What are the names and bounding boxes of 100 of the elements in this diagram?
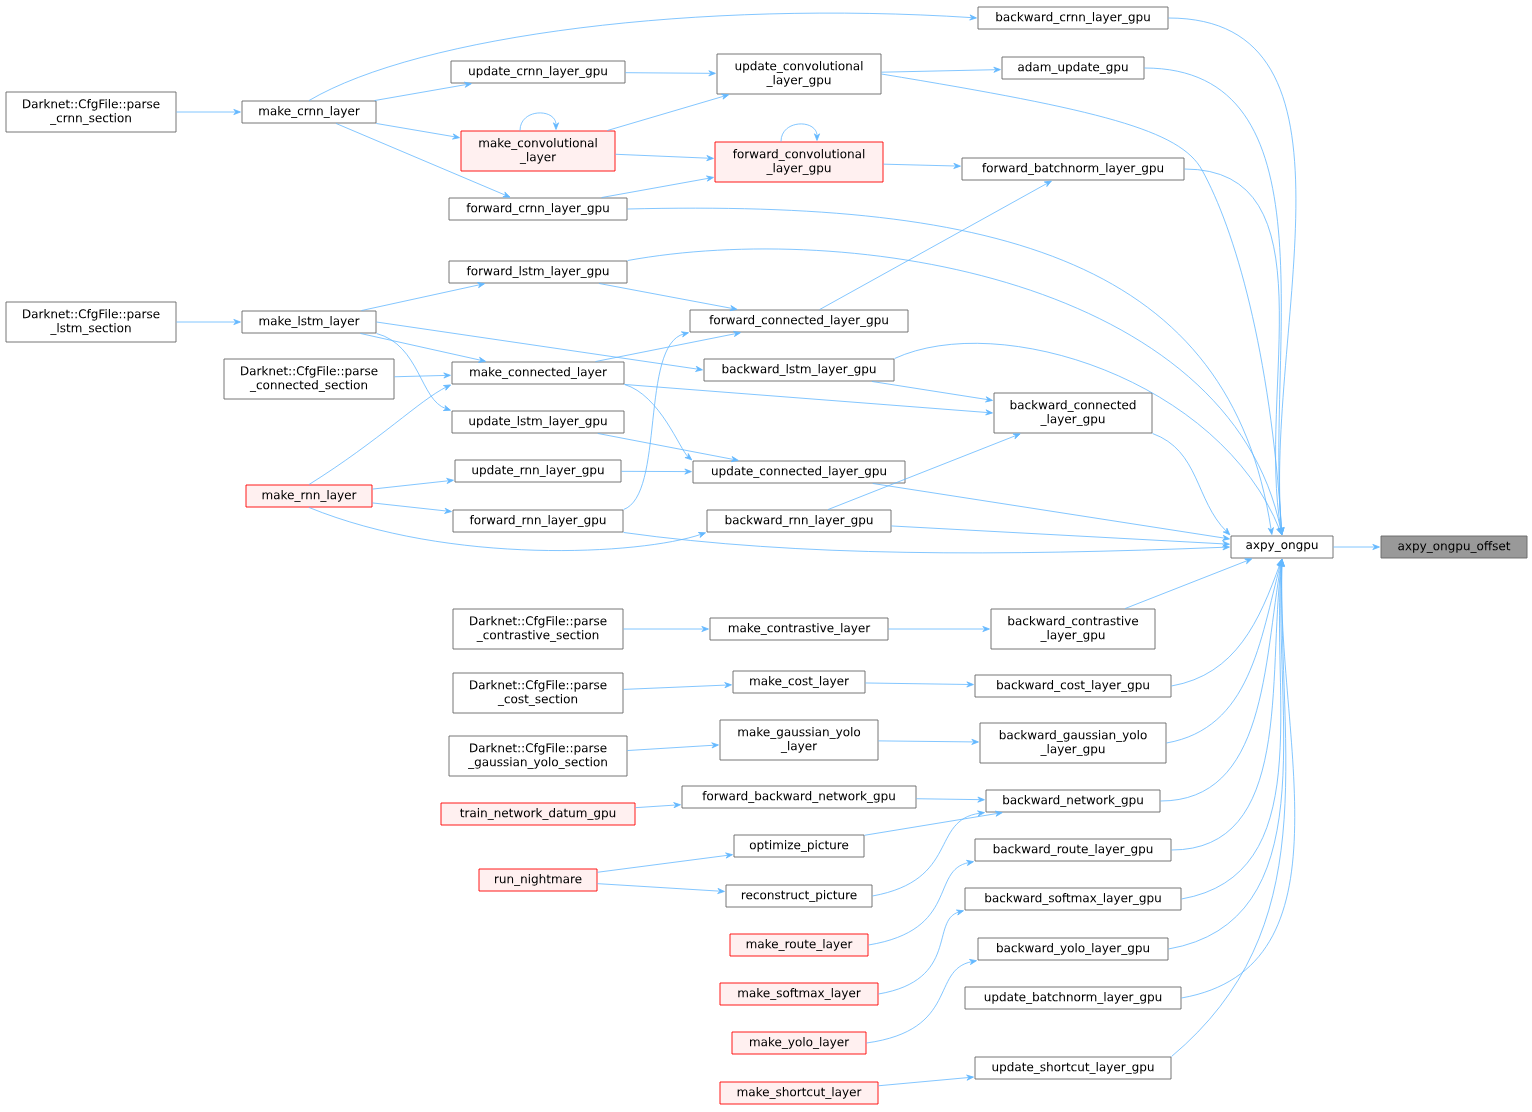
arrow	[623, 682, 732, 690]
function-box: update_lstm_layer_gpu	[451, 410, 625, 434]
arrow	[360, 333, 486, 363]
arrow	[623, 626, 709, 632]
arrow	[376, 321, 703, 372]
arrow	[878, 1074, 974, 1087]
arrow	[819, 180, 1052, 310]
function-box: forward_rnn_layer_gpu	[452, 509, 624, 533]
arrow	[623, 331, 689, 510]
arrow	[601, 175, 714, 198]
arrow	[335, 123, 511, 198]
function-box: Darknet::CfgFile::parse _lstm_section	[5, 301, 177, 343]
function-box: backward_rnn_layer_gpu	[706, 509, 892, 533]
arrow	[519, 112, 559, 131]
arrow	[308, 384, 451, 485]
arrow	[780, 123, 820, 142]
function-box: forward_convolutional _layer_gpu	[714, 141, 884, 183]
arrow	[598, 283, 738, 312]
function-box: backward_network_gpu	[985, 789, 1161, 813]
function-box: update_rnn_layer_gpu	[454, 459, 622, 483]
function-box: train_network_datum_gpu	[440, 802, 636, 826]
function-box: forward_connected_layer_gpu	[689, 309, 909, 333]
function-box: update_shortcut_layer_gpu	[974, 1056, 1172, 1080]
function-box: update_crnn_layer_gpu	[450, 60, 626, 84]
arrow	[621, 468, 692, 475]
function-box: update_convolutional _layer_gpu	[716, 53, 882, 95]
function-box: Darknet::CfgFile::parse _connected_section	[223, 358, 395, 400]
arrow	[1333, 544, 1380, 550]
arrow	[375, 123, 460, 140]
arrow	[866, 959, 977, 1044]
arrow	[624, 384, 993, 416]
arrow	[872, 483, 1230, 541]
arrow	[868, 859, 974, 946]
arrow	[372, 502, 452, 514]
function-box: make_softmax_layer	[719, 982, 879, 1006]
function-box: make_crnn_layer	[241, 100, 377, 124]
arrow	[872, 810, 985, 897]
arrow	[1166, 559, 1283, 744]
function-box: update_connected_layer_gpu	[692, 460, 906, 484]
arrow	[864, 810, 1003, 836]
function-box: forward_backward_network_gpu	[681, 785, 917, 809]
arrow	[623, 532, 1230, 554]
arrow	[597, 852, 733, 873]
function-box: backward_route_layer_gpu	[974, 838, 1172, 862]
function-box: make_shortcut_layer	[719, 1081, 879, 1105]
arrow	[624, 384, 693, 461]
function-box: make_rnn_layer	[245, 484, 373, 508]
function-box: backward_lstm_layer_gpu	[703, 358, 895, 382]
function-box: update_batchnorm_layer_gpu	[964, 986, 1182, 1010]
function-box: adam_update_gpu	[1001, 56, 1145, 80]
function-box: make_convolutional _layer	[460, 130, 616, 172]
function-box: backward_contrastive _layer_gpu	[990, 608, 1156, 650]
arrow	[1124, 558, 1253, 609]
function-box: axpy_ongpu	[1230, 535, 1334, 559]
function-box: Darknet::CfgFile::parse _crnn_section	[5, 91, 177, 133]
arrow	[891, 525, 1230, 547]
function-box: make_connected_layer	[451, 361, 625, 385]
arrow	[865, 681, 974, 688]
arrow	[827, 433, 1021, 510]
function-box: backward_cost_layer_gpu	[974, 674, 1172, 698]
function-box: backward_connected _layer_gpu	[993, 392, 1153, 434]
arrow	[597, 433, 739, 463]
arrow	[372, 478, 454, 490]
arrow	[1171, 559, 1287, 1057]
function-box: run_nightmare	[478, 868, 598, 892]
arrow	[878, 909, 964, 995]
arrow	[916, 796, 985, 803]
function-box: reconstruct_picture	[725, 884, 873, 908]
arrow	[176, 319, 241, 325]
arrow	[597, 883, 725, 894]
arrow	[176, 109, 241, 115]
arrow	[894, 343, 1282, 535]
function-box: backward_yolo_layer_gpu	[977, 937, 1169, 961]
arrow	[595, 331, 741, 362]
arrow	[883, 162, 961, 169]
arrow	[881, 66, 1001, 73]
function-box: forward_lstm_layer_gpu	[448, 260, 628, 284]
function-box: make_yolo_layer	[731, 1031, 867, 1055]
arrow	[606, 93, 730, 131]
arrow	[871, 381, 993, 403]
function-box: axpy_ongpu_offset	[1380, 535, 1528, 559]
function-box: backward_crnn_layer_gpu	[977, 6, 1169, 30]
arrow	[1152, 433, 1231, 536]
function-box: make_contrastive_layer	[709, 617, 889, 641]
function-box: backward_softmax_layer_gpu	[964, 887, 1182, 911]
function-box: forward_crnn_layer_gpu	[448, 197, 628, 221]
function-box: Darknet::CfgFile::parse _gaussian_yolo_section	[448, 735, 628, 777]
arrow	[888, 626, 990, 632]
arrow	[615, 153, 714, 162]
arrow	[627, 742, 719, 751]
arrow	[625, 70, 716, 77]
function-box: make_route_layer	[729, 933, 869, 957]
function-box: forward_batchnorm_layer_gpu	[961, 157, 1185, 181]
function-box: Darknet::CfgFile::parse _cost_section	[452, 672, 624, 714]
arrow	[361, 282, 485, 311]
arrow	[374, 81, 472, 101]
function-box: optimize_picture	[733, 834, 865, 858]
arrow	[878, 738, 979, 745]
arrow	[394, 372, 451, 379]
arrow	[376, 333, 451, 411]
